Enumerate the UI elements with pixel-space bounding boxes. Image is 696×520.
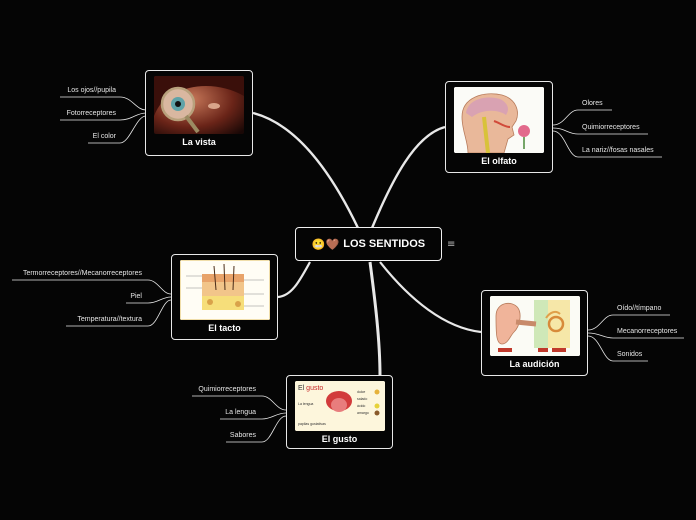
magnifying-glass-eye-icon xyxy=(154,76,244,134)
image-heading-text: El gusto xyxy=(298,385,323,392)
node-title: El gusto xyxy=(321,434,358,444)
leaf-sabores[interactable]: Sabores xyxy=(229,432,256,439)
leaf-line xyxy=(552,109,612,126)
leaf-olores[interactable]: Olores xyxy=(582,100,603,107)
image-amargo-text: amargo xyxy=(357,411,369,415)
nose-anatomy-icon xyxy=(454,87,544,153)
leaf-termorreceptores-mecanorreceptores[interactable]: Termorreceptores//Mecanorreceptores xyxy=(22,270,142,277)
leaf-fotorreceptores[interactable]: Fotorreceptores xyxy=(66,110,116,117)
image-lengua-text: La lengua xyxy=(298,402,313,406)
image-salado-text: salado xyxy=(357,397,367,401)
leaf-piel[interactable]: Piel xyxy=(130,293,142,300)
skin-layers-image xyxy=(179,260,270,320)
branch-vista xyxy=(252,111,360,229)
branch-tacto xyxy=(277,261,311,299)
leaf-line xyxy=(587,335,648,362)
leaf-line xyxy=(226,415,287,443)
node-title: La vista xyxy=(182,137,216,147)
leaf-line xyxy=(220,412,287,420)
leaf-line xyxy=(587,314,670,331)
leaf-line xyxy=(60,112,147,121)
leaf-line xyxy=(192,395,287,411)
branch-audicion xyxy=(379,261,482,334)
tongue-diagram-icon: El gusto La lengua papilas gustativas du… xyxy=(294,381,385,431)
node-la-audicion[interactable]: La audición xyxy=(481,290,588,376)
leaf-line xyxy=(66,299,172,327)
leaf-la-lengua[interactable]: La lengua xyxy=(225,409,256,416)
central-topic-label: LOS SENTIDOS xyxy=(343,238,426,250)
image-acido-text: ácido xyxy=(357,404,365,408)
skin-layers-icon xyxy=(179,260,270,320)
node-title: El olfato xyxy=(481,156,517,166)
menu-icon[interactable]: ≡ xyxy=(447,239,456,250)
central-topic[interactable]: 😬🤎 LOS SENTIDOS xyxy=(295,227,442,261)
leaf-temperatura-textura[interactable]: Temperatura//textura xyxy=(77,316,142,323)
ear-anatomy-icon xyxy=(489,296,580,356)
branch-gusto xyxy=(368,261,382,377)
node-la-vista[interactable]: La vista xyxy=(145,70,253,156)
leaf-el-color[interactable]: El color xyxy=(92,133,116,140)
ear-anatomy-image xyxy=(489,296,580,356)
image-papilas-text: papilas gustativas xyxy=(298,422,326,426)
leaf-la-nariz-fosas-nasales[interactable]: La nariz//fosas nasales xyxy=(582,147,654,154)
node-el-olfato[interactable]: El olfato xyxy=(445,81,553,173)
leaf-line xyxy=(552,127,648,135)
leaf-line xyxy=(88,115,147,144)
node-title: El tacto xyxy=(208,323,241,333)
magnifying-glass-eye-image xyxy=(154,76,244,134)
node-el-tacto[interactable]: El tacto xyxy=(171,254,278,340)
leaf-los-ojos-pupila[interactable]: Los ojos//pupila xyxy=(67,87,116,94)
leaf-line xyxy=(126,296,172,304)
leaf-line xyxy=(60,96,147,111)
leaf-quimiorreceptores-olfato[interactable]: Quimiorreceptores xyxy=(582,124,640,131)
leaf-line xyxy=(552,130,662,158)
branch-olfato xyxy=(370,125,446,229)
leaf-quimiorreceptores-gusto[interactable]: Quimiorreceptores xyxy=(198,386,256,393)
leaf-sonidos[interactable]: Sonidos xyxy=(617,351,643,358)
nose-anatomy-image xyxy=(454,87,544,153)
node-el-gusto[interactable]: El gusto La lengua papilas gustativas du… xyxy=(286,375,393,449)
grimace-heart-emoji-icon: 😬🤎 xyxy=(311,237,340,251)
image-dulce-text: dulce xyxy=(357,390,365,394)
node-title: La audición xyxy=(509,359,560,369)
tongue-diagram-image: El gusto La lengua papilas gustativas du… xyxy=(294,381,385,431)
leaf-line xyxy=(587,332,684,339)
leaf-line xyxy=(12,279,172,295)
leaf-mecanorreceptores[interactable]: Mecanorreceptores xyxy=(617,328,678,335)
leaf-oido-timpano[interactable]: Oído//tímpano xyxy=(617,305,662,312)
